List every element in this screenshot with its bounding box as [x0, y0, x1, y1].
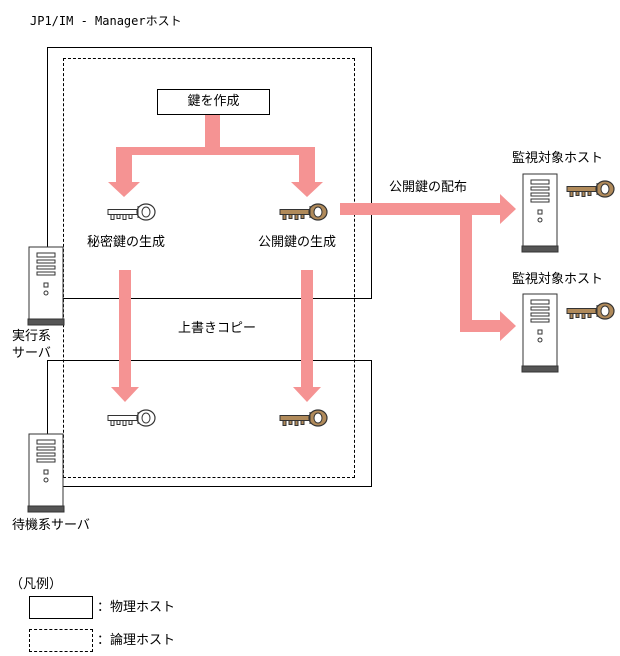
monitored-host-2-label: 監視対象ホスト	[512, 272, 604, 287]
private-key-icon	[107, 203, 156, 221]
active-physical-host-box	[47, 47, 372, 299]
monitored-host-1-key-icon	[566, 180, 615, 198]
public-key-icon	[279, 203, 328, 221]
monitored-host-1-label: 監視対象ホスト	[512, 151, 604, 166]
public-key-copy-icon	[279, 409, 328, 427]
legend-logical-label: ：論理ホスト	[97, 633, 176, 648]
create-key-box	[157, 89, 270, 115]
legend-title: （凡例）	[10, 577, 63, 592]
legend-physical-swatch	[29, 596, 93, 619]
overwrite-copy-label: 上書きコピー	[178, 321, 257, 336]
monitored-host-2-key-icon	[566, 302, 615, 320]
monitored-host-2-server-icon	[521, 293, 559, 373]
private-key-copy-icon	[107, 409, 156, 427]
standby-physical-host-box	[47, 360, 372, 487]
public-key-gen-label: 公開鍵の生成	[258, 235, 337, 250]
monitored-host-1-server-icon	[521, 173, 559, 253]
create-key-label: 鍵を作成	[187, 94, 240, 109]
active-server-label: 実行系 サーバ	[12, 329, 52, 361]
public-key-distribution-label: 公開鍵の配布	[389, 180, 468, 195]
private-key-copy-arrow	[111, 270, 139, 402]
distribution-arrow-2	[460, 215, 516, 341]
distribution-arrow-1	[340, 194, 516, 224]
legend-physical-label: ：物理ホスト	[97, 600, 176, 615]
legend-logical-swatch	[29, 629, 93, 652]
public-key-copy-arrow	[293, 270, 321, 402]
active-server-icon	[27, 246, 65, 326]
standby-server-label: 待機系サーバ	[12, 518, 90, 533]
manager-host-title: JP1/IM - Managerホスト	[30, 14, 182, 28]
private-key-gen-label: 秘密鍵の生成	[87, 235, 166, 250]
create-key-split-arrow	[108, 115, 323, 197]
standby-server-icon	[27, 433, 65, 513]
